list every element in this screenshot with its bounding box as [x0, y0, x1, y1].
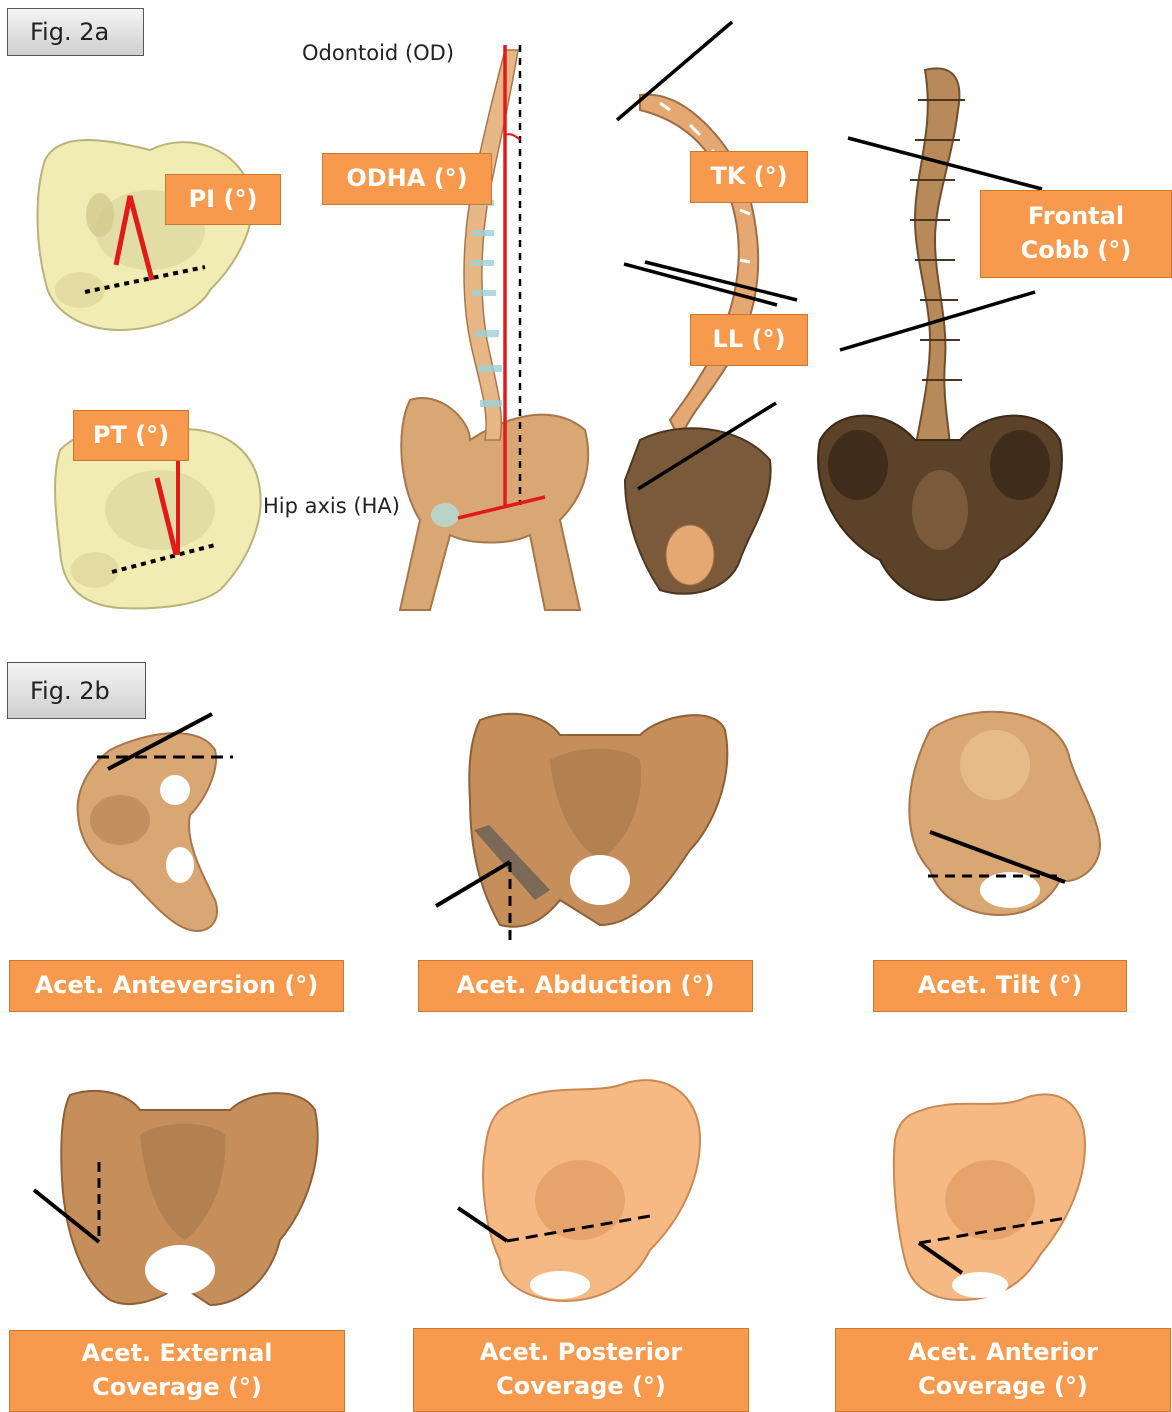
abduction-label: Acet. Abduction (°) — [418, 960, 753, 1012]
pelvis-posterior-coverage-illustration — [458, 1080, 700, 1301]
frontal-spine-illustration — [818, 68, 1062, 600]
posterior-coverage-line1: Acet. Posterior — [480, 1336, 683, 1370]
pt-label: PT (°) — [73, 410, 189, 461]
odha-label: ODHA (°) — [322, 153, 492, 205]
frontal-cobb-label-line1: Frontal — [1028, 200, 1124, 234]
fig-2a-tag: Fig. 2a — [7, 8, 144, 56]
pi-label: PI (°) — [165, 174, 281, 225]
lateral-spine-illustration — [617, 22, 797, 594]
anteversion-label: Acet. Anteversion (°) — [9, 960, 344, 1012]
anterior-coverage-label: Acet. Anterior Coverage (°) — [835, 1328, 1171, 1412]
external-coverage-line2: Coverage (°) — [92, 1371, 262, 1405]
posterior-coverage-label: Acet. Posterior Coverage (°) — [413, 1328, 749, 1412]
external-coverage-line1: Acet. External — [82, 1337, 273, 1371]
anterior-coverage-line2: Coverage (°) — [918, 1370, 1088, 1404]
hip-axis-text: Hip axis (HA) — [263, 494, 400, 518]
tilt-label: Acet. Tilt (°) — [873, 960, 1127, 1012]
pelvis-tilt-illustration — [909, 712, 1100, 915]
pelvis-anterior-coverage-illustration — [894, 1094, 1085, 1300]
frontal-cobb-label: Frontal Cobb (°) — [980, 190, 1172, 278]
external-coverage-label: Acet. External Coverage (°) — [9, 1330, 345, 1412]
ll-label: LL (°) — [690, 314, 808, 366]
frontal-cobb-label-line2: Cobb (°) — [1021, 234, 1132, 268]
posterior-coverage-line2: Coverage (°) — [496, 1370, 666, 1404]
pelvis-pi-illustration — [38, 140, 252, 330]
anterior-coverage-line1: Acet. Anterior — [908, 1336, 1098, 1370]
pelvis-abduction-illustration — [436, 714, 727, 945]
spine-odha-illustration — [400, 45, 588, 610]
tk-label: TK (°) — [690, 151, 808, 203]
pelvis-external-coverage-illustration — [34, 1091, 318, 1305]
pelvis-anteversion-illustration — [78, 714, 233, 931]
fig-2b-tag: Fig. 2b — [7, 662, 146, 719]
odontoid-text: Odontoid (OD) — [302, 41, 454, 65]
